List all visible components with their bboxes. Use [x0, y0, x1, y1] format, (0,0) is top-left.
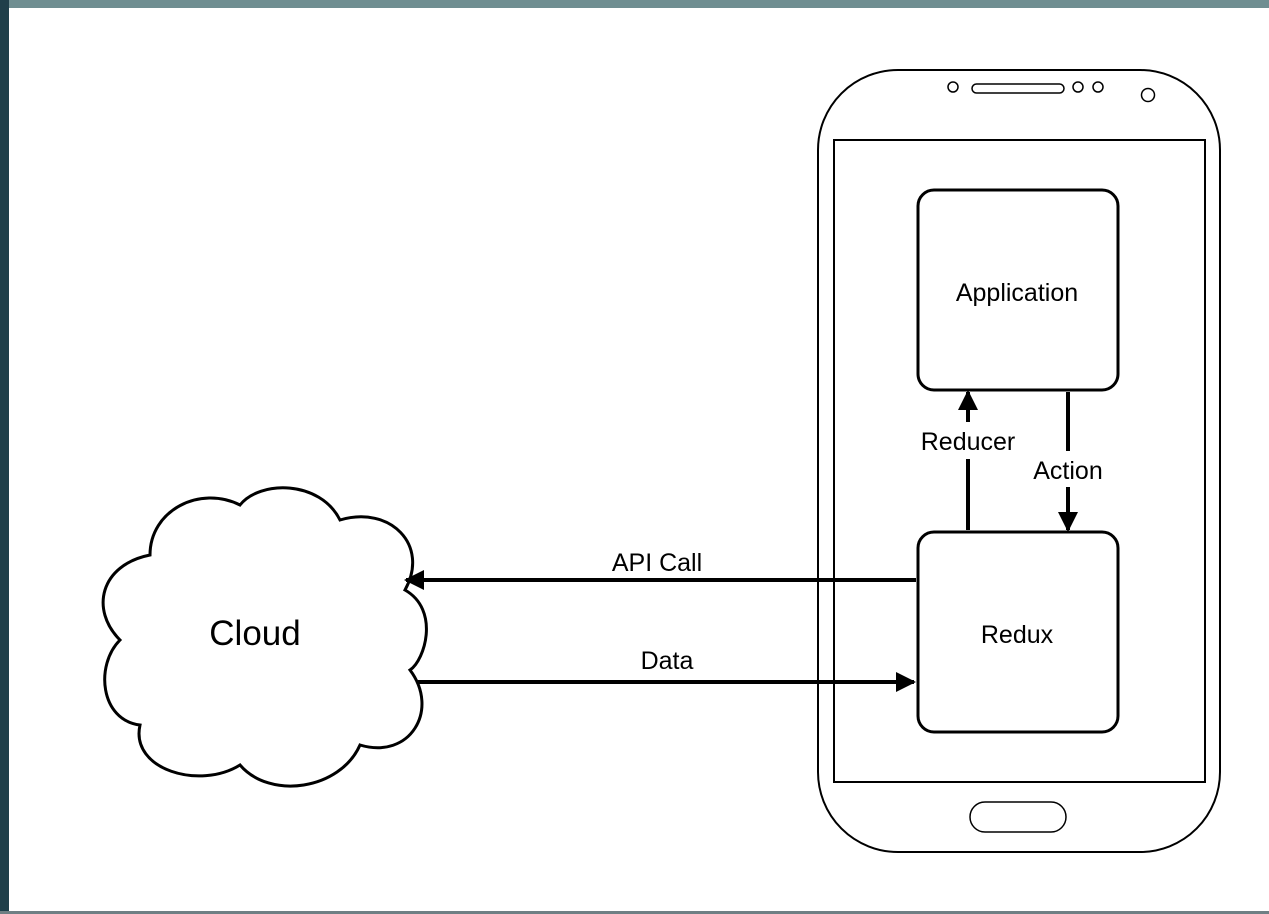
redux-label: Redux	[981, 621, 1054, 649]
phone-sensor-dot	[1092, 81, 1104, 93]
reducer-label: Reducer	[921, 428, 1016, 456]
action-label: Action	[1033, 457, 1102, 485]
cloud-shape	[101, 486, 428, 788]
window-frame-bottom	[0, 911, 1269, 914]
phone-device	[817, 69, 1221, 853]
api-call-edge: API Call	[404, 549, 916, 590]
application-node: Application	[916, 188, 1120, 392]
phone-speaker-icon	[971, 83, 1065, 94]
cloud-node: Cloud	[101, 486, 428, 788]
phone-sensor-dot	[947, 81, 959, 93]
phone-home-button	[969, 801, 1067, 833]
action-edge: Action	[1033, 392, 1103, 532]
redux-box	[916, 530, 1120, 734]
window-frame-top	[0, 0, 1269, 8]
application-box	[916, 188, 1120, 392]
application-label: Application	[956, 279, 1078, 307]
redux-node: Redux	[916, 530, 1120, 734]
phone-sensor-dot	[1072, 81, 1084, 93]
data-edge: Data	[418, 647, 916, 692]
window-frame-left	[0, 0, 9, 914]
cloud-label: Cloud	[209, 614, 300, 653]
api-call-label: API Call	[612, 549, 702, 577]
reducer-edge: Reducer	[921, 390, 1016, 530]
phone-camera-icon	[1140, 87, 1156, 103]
data-label: Data	[641, 647, 694, 675]
